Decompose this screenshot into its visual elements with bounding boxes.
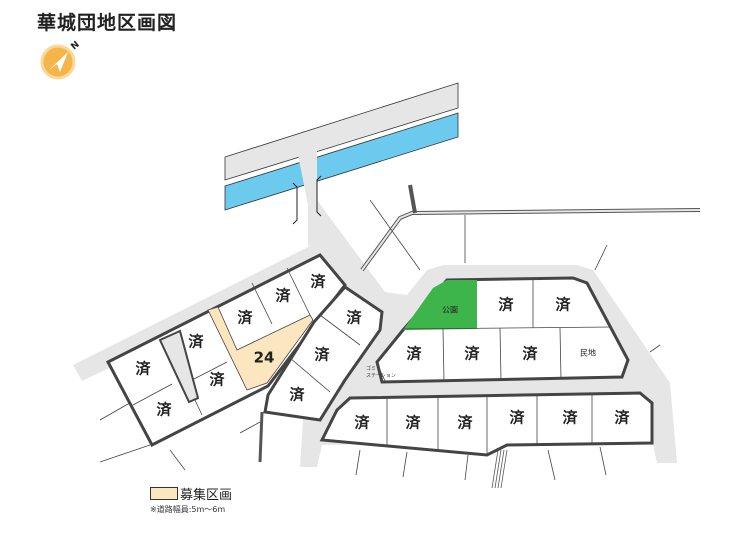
lot-label[interactable]: 済 xyxy=(614,409,630,427)
cul-de-sac-road xyxy=(158,329,200,404)
lot-label[interactable]: 済 xyxy=(562,409,578,427)
lot-label[interactable]: 済 xyxy=(509,409,525,427)
lot-label[interactable]: 済 xyxy=(464,345,480,363)
lot-label[interactable]: 済 xyxy=(310,273,326,291)
garbage-station-label: ステーション xyxy=(366,373,396,379)
private-land-label: 民地 xyxy=(580,348,596,358)
river xyxy=(224,112,459,211)
north-arrow-compass-icon: N xyxy=(40,40,82,80)
north-letter: N xyxy=(70,40,82,53)
lot-label[interactable]: 済 xyxy=(209,371,225,389)
park xyxy=(403,280,477,330)
lot-label[interactable]: 済 xyxy=(275,287,291,305)
lot-label[interactable]: 済 xyxy=(237,309,253,327)
lot-label[interactable]: 済 xyxy=(188,333,204,351)
park-label: 公園 xyxy=(442,306,458,315)
road-width-note: ※道路幅員:5m〜6m xyxy=(150,505,226,514)
lot-label[interactable]: 済 xyxy=(289,386,305,404)
lot-label[interactable]: 済 xyxy=(457,414,473,432)
lot-label[interactable]: 済 xyxy=(498,296,514,314)
northeast-lane xyxy=(360,208,701,272)
lot-label[interactable]: 済 xyxy=(405,414,421,432)
lot-label[interactable]: 済 xyxy=(156,401,172,419)
lot-label[interactable]: 済 xyxy=(555,296,571,314)
legend-swatch-available xyxy=(150,487,178,500)
page-title: 華城団地区画図 xyxy=(37,12,178,34)
lot-label[interactable]: 済 xyxy=(522,345,538,363)
lot-label[interactable]: 済 xyxy=(135,360,151,378)
top-road xyxy=(224,82,459,181)
lot-label-available[interactable]: 24 xyxy=(254,349,275,367)
lot-label[interactable]: 済 xyxy=(314,346,330,364)
legend-label: 募集区画 xyxy=(180,488,233,503)
middle-block xyxy=(263,285,384,422)
lot-label[interactable]: 済 xyxy=(346,309,362,327)
garbage-station-label: ゴミ xyxy=(366,365,376,372)
lot-label[interactable]: 済 xyxy=(406,345,422,363)
legend: 募集区画 ※道路幅員:5m〜6m xyxy=(150,483,232,515)
lot-24-available[interactable] xyxy=(207,306,314,391)
lot-label[interactable]: 済 xyxy=(354,414,370,432)
